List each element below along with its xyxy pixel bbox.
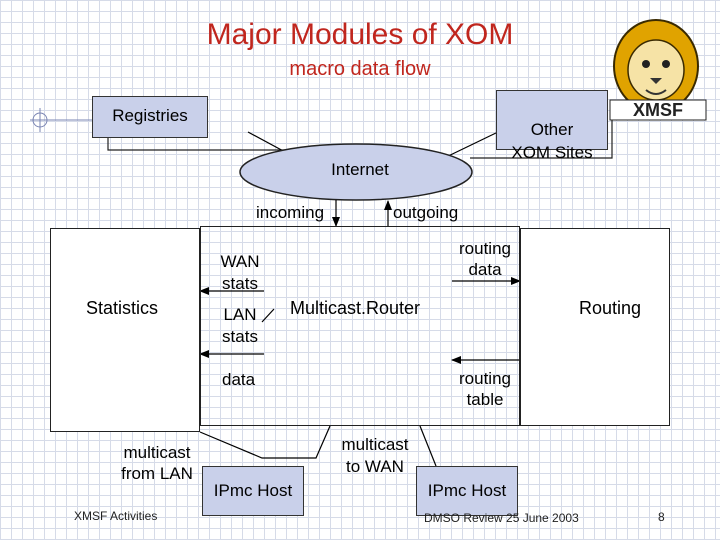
registries-bracket [107,138,300,151]
footer-center: DMSO Review 25 June 2003 [424,511,579,525]
lion-icon: XMSF [609,19,707,121]
left-host-connector [199,425,331,459]
page-number: 8 [658,510,665,524]
multicast-router-label: Multicast.Router [290,298,421,318]
statistics-box [50,228,200,432]
multicast-from-lan-label: multicast from LAN [121,443,193,483]
wan-stats-label: WAN stats [220,252,260,293]
page-title: Major Modules of XOM [206,18,514,51]
footer-left: XMSF Activities [74,509,158,523]
crosshair-icon [30,108,100,132]
routing-table-label: routing table [459,369,511,409]
other-sites-bracket [470,108,613,159]
internet-label: Internet [331,160,389,179]
multicast-to-wan-label: multicast to WAN [341,435,409,476]
ipmc-host-right-box: IPmc Host [416,466,518,516]
ipmc-host-right-label: IPmc Host [427,481,507,500]
routing-box [520,228,670,426]
logo-text: XMSF [633,100,683,120]
other-xom-sites-box: Other XOM Sites [496,90,608,162]
multicast-router-box [200,226,520,426]
other-xom-sites-label: Other XOM Sites [511,120,593,162]
lan-stats-label: LAN stats [222,305,258,346]
ipmc-host-left-box: IPmc Host [202,466,304,516]
xmsf-logo: XMSF [606,12,710,122]
page-subtitle: macro data flow [289,58,431,80]
routing-label: Routing [579,298,642,318]
registries-label: Registries [112,106,188,125]
outgoing-label: outgoing [393,203,459,222]
ipmc-host-left-label: IPmc Host [213,481,293,500]
incoming-label: incoming [256,203,325,222]
registries-box: Registries [92,96,208,138]
statistics-label: Statistics [86,298,159,318]
data-label: data [222,370,256,389]
internet-ellipse [239,143,473,201]
right-host-connector [419,425,437,467]
routing-data-label: routing data [459,239,511,279]
lan-stats-arrow [261,308,275,323]
